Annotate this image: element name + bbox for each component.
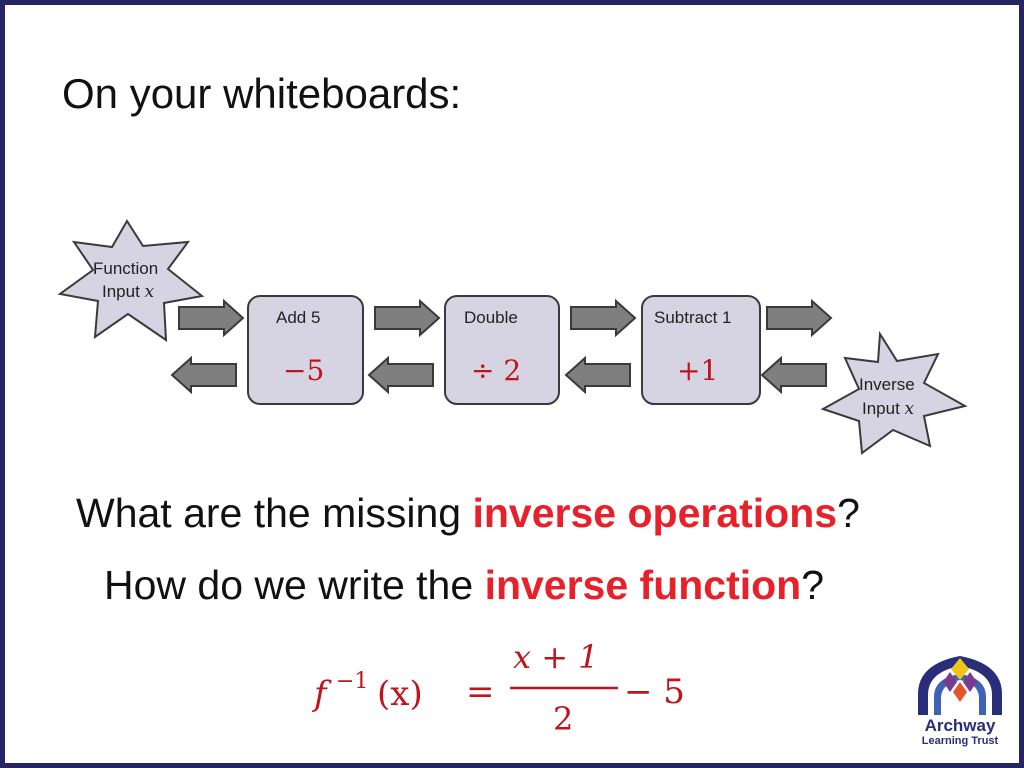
slide-title: On your whiteboards: xyxy=(62,70,462,117)
arrow-right-icon xyxy=(374,298,441,338)
end-star-line2: Input x xyxy=(862,399,915,419)
formula-denominator: 2 xyxy=(553,700,573,738)
question-missing-operations: What are the missing inverse operations? xyxy=(76,490,860,537)
question2-highlight: inverse function xyxy=(484,562,802,608)
question1-highlight: inverse operations xyxy=(472,490,838,536)
arrow-right-icon xyxy=(766,298,833,338)
question1-text: What are the missing xyxy=(76,490,473,536)
box-label-double: Double xyxy=(464,308,518,327)
arrow-left-icon xyxy=(564,355,631,395)
arrow-left-icon xyxy=(367,355,434,395)
operation-box-subtract1 xyxy=(641,295,761,405)
inverse-op-subtract1: +1 xyxy=(677,354,718,387)
formula-f: f xyxy=(311,674,332,714)
logo-subtitle: Learning Trust xyxy=(921,735,999,747)
start-star-line2: Input x xyxy=(102,282,155,302)
archway-logo-icon xyxy=(918,656,1002,715)
operation-box-add5 xyxy=(247,295,364,405)
inverse-op-double: ÷ 2 xyxy=(471,354,521,387)
star-icon xyxy=(57,219,205,342)
logo-name: Archway xyxy=(924,716,996,735)
arrow-right-icon xyxy=(570,298,637,338)
formula-argument: (x) xyxy=(377,674,423,714)
question-inverse-function: How do we write the inverse function? xyxy=(104,562,824,609)
operation-box-double xyxy=(444,295,560,405)
end-star-line1: Inverse xyxy=(859,375,915,394)
question1-end: ? xyxy=(837,490,860,536)
question2-text: How do we write the xyxy=(104,562,485,608)
box-label-subtract1: Subtract 1 xyxy=(654,308,732,327)
arrow-left-icon xyxy=(170,355,237,395)
formula-tail: − 5 xyxy=(624,672,685,712)
arrow-right-icon xyxy=(178,298,245,338)
question2-end: ? xyxy=(801,562,825,608)
box-label-add5: Add 5 xyxy=(276,308,320,327)
formula-equals: = xyxy=(466,672,495,712)
star-icon xyxy=(820,330,968,455)
formula-superscript: −1 xyxy=(336,669,368,694)
inverse-op-add5: −5 xyxy=(283,354,324,387)
start-star-line1: Function xyxy=(93,259,158,278)
arrow-left-icon xyxy=(760,355,827,395)
formula-numerator: x + 1 xyxy=(513,638,599,676)
